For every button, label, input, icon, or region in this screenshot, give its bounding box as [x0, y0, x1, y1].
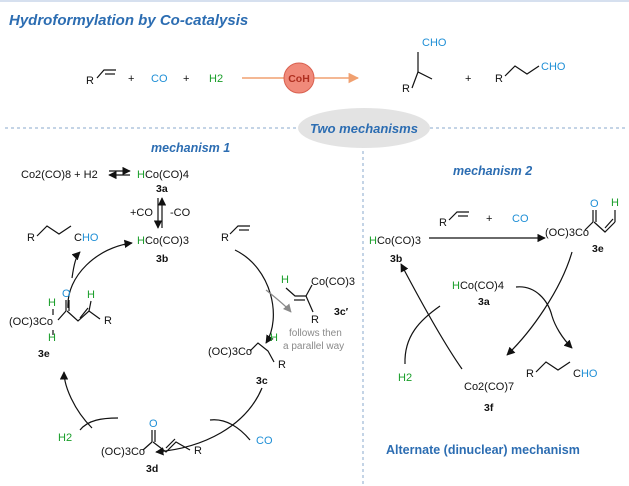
dicobalt-octacarbonyl: Co2(CO)8 + H2 — [21, 169, 98, 181]
parallel-path-arrow — [265, 289, 292, 313]
svg-text:3e: 3e — [38, 348, 50, 360]
cycle-arrow-reductive-elimination — [67, 239, 133, 309]
page-title: Hydroformylation by Co-catalysis — [9, 12, 248, 29]
branched-skeleton — [411, 71, 433, 89]
h2-entry-curve-mech2 — [404, 305, 441, 365]
svg-text:(OC)3Co: (OC)3Co — [208, 346, 252, 358]
svg-text:3c: 3c — [256, 375, 268, 387]
species-3e-mech2: (OC)3Co O H 3e — [545, 197, 619, 255]
svg-text:R: R — [526, 368, 534, 380]
svg-text:3a: 3a — [478, 296, 490, 308]
svg-text:HCo(CO)4: HCo(CO)4 — [452, 280, 504, 292]
alternate-mechanism-caption: Alternate (dinuclear) mechanism — [386, 443, 580, 457]
species-3c-prime: H Co(CO)3 R 3c′ — [281, 274, 355, 326]
svg-text:HCo(CO)4: HCo(CO)4 — [137, 169, 189, 181]
parallel-note-2: a parallel way — [283, 341, 344, 352]
svg-text:HCo(CO)3: HCo(CO)3 — [137, 235, 189, 247]
cycle-arrow-h2-addition — [59, 371, 93, 429]
linear-r: R — [495, 73, 503, 85]
species-3b: HCo(CO)3 3b — [137, 235, 189, 265]
svg-text:R: R — [104, 315, 112, 327]
svg-text:R: R — [194, 445, 202, 457]
cobalt-dimer-formation-arrow — [506, 251, 573, 356]
linear-skeleton — [504, 65, 540, 77]
svg-text:CHO: CHO — [573, 368, 598, 380]
svg-text:HCo(CO)3: HCo(CO)3 — [369, 235, 421, 247]
svg-text:R: R — [278, 359, 286, 371]
svg-text:Co(CO)3: Co(CO)3 — [311, 276, 355, 288]
banner-label: Two mechanisms — [310, 121, 418, 136]
svg-text:3d: 3d — [146, 463, 158, 475]
svg-text:3b: 3b — [390, 253, 402, 265]
svg-text:H: H — [87, 289, 95, 301]
mechanism-1-title: mechanism 1 — [151, 141, 230, 155]
svg-text:R: R — [221, 232, 229, 244]
plus-sign: + — [183, 73, 189, 85]
alkene-r-label: R — [86, 75, 94, 87]
cycle-arrow-co-insertion — [155, 387, 263, 456]
svg-text:O: O — [62, 288, 71, 300]
svg-text:H: H — [611, 197, 619, 209]
cycle-arrow-alkene-insertion — [234, 249, 274, 344]
product-release-arrow — [71, 251, 81, 279]
aldehyde-product: R CHO — [27, 225, 99, 244]
svg-text:3f: 3f — [484, 402, 494, 414]
svg-text:R: R — [439, 217, 447, 229]
svg-text:3b: 3b — [156, 253, 168, 265]
co-entry-curve — [209, 419, 251, 441]
species-3c: (OC)3Co H R 3c — [208, 332, 286, 387]
svg-text:Co2(CO)7: Co2(CO)7 — [464, 381, 514, 393]
alkene-bond — [96, 69, 116, 79]
hydrogen-gas: H2 — [209, 73, 223, 85]
species-3f: Co2(CO)7 3f — [464, 381, 514, 414]
branched-cho: CHO — [422, 37, 447, 49]
svg-text:R: R — [27, 232, 35, 244]
svg-text:(OC)3Co: (OC)3Co — [101, 446, 145, 458]
svg-text:3c′: 3c′ — [334, 306, 349, 318]
carbon-monoxide: CO — [151, 73, 168, 85]
svg-text:CO: CO — [512, 213, 529, 225]
co-reagent: CO — [256, 435, 273, 447]
svg-text:H: H — [281, 274, 289, 286]
co-addition: +CO — [130, 207, 153, 219]
svg-text:O: O — [149, 418, 158, 430]
overall-reaction: R + CO + H2 CoH CHO R + R CHO — [86, 37, 566, 95]
alkene-and-co-reagents: R + CO — [439, 211, 529, 229]
svg-text:3e: 3e — [592, 243, 604, 255]
h2-reagent: H2 — [58, 432, 72, 444]
svg-text:+: + — [486, 213, 492, 225]
svg-text:H: H — [48, 332, 56, 344]
species-3a-mech2: HCo(CO)4 3a — [452, 280, 504, 308]
h2-reagent-mech2: H2 — [398, 372, 412, 384]
aldehyde-product-mech2: R CHO — [526, 361, 598, 380]
species-3d: (OC)3Co O R 3d — [101, 418, 202, 475]
alkene-substrate: R — [221, 225, 250, 244]
svg-text:R: R — [311, 314, 319, 326]
svg-text:CHO: CHO — [74, 232, 99, 244]
plus-sign: + — [128, 73, 134, 85]
h2-entry-curve — [79, 417, 119, 431]
species-3b-mech2: HCo(CO)3 3b — [369, 235, 421, 265]
species-3a: HCo(CO)4 3a — [137, 169, 189, 195]
co-removal: -CO — [170, 207, 191, 219]
plus-sign: + — [465, 73, 471, 85]
linear-cho: CHO — [541, 61, 566, 73]
svg-text:(OC)3Co: (OC)3Co — [545, 227, 589, 239]
hydride-transfer-curve — [515, 286, 553, 317]
branched-r: R — [402, 83, 410, 95]
catalyst-circle — [283, 62, 315, 94]
species-3e: (OC)3Co H H O H R 3e — [9, 288, 112, 360]
mechanism-2-title: mechanism 2 — [453, 164, 532, 178]
svg-text:H: H — [48, 297, 56, 309]
aldehyde-release-arrow — [551, 315, 573, 349]
svg-text:(OC)3Co: (OC)3Co — [9, 316, 53, 328]
svg-text:O: O — [590, 198, 599, 210]
parallel-note-1: follows then — [289, 328, 342, 339]
svg-text:H: H — [270, 332, 278, 344]
svg-text:3a: 3a — [156, 183, 168, 195]
h2-cleavage-arrow — [400, 263, 463, 370]
catalyst-label: CoH — [288, 73, 310, 85]
banner-ellipse — [298, 108, 430, 148]
